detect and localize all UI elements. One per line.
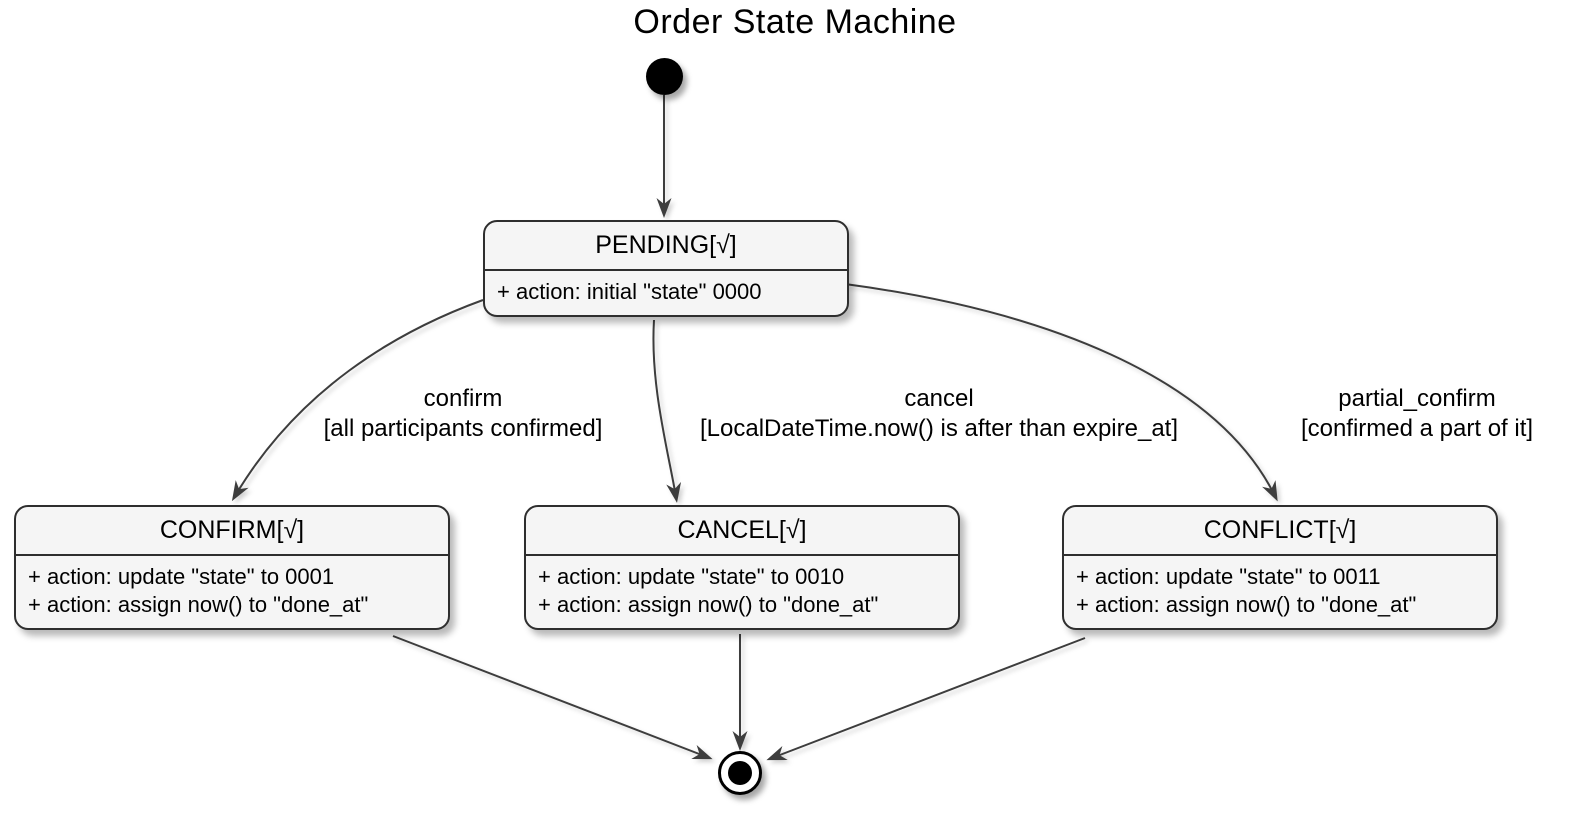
transition-event: partial_confirm — [1338, 385, 1496, 412]
state-confirm: CONFIRM[√] + action: update "state" to 0… — [14, 505, 450, 630]
state-pending-body: + action: initial "state" 0000 — [485, 271, 847, 315]
state-conflict-body: + action: update "state" to 0011 + actio… — [1064, 556, 1496, 628]
state-action-line: + action: assign now() to "done_at" — [28, 592, 369, 617]
diagram-title: Order State Machine — [633, 3, 957, 41]
final-state-inner-dot — [728, 761, 752, 785]
state-action-line: + action: update "state" to 0011 — [1076, 564, 1381, 589]
transition-label-partial-confirm: partial_confirm [confirmed a part of it] — [1247, 384, 1587, 444]
state-pending: PENDING[√] + action: initial "state" 000… — [483, 220, 849, 317]
state-cancel: CANCEL[√] + action: update "state" to 00… — [524, 505, 960, 630]
transition-label-cancel: cancel [LocalDateTime.now() is after tha… — [664, 384, 1214, 444]
state-confirm-title: CONFIRM[√] — [16, 507, 448, 556]
state-cancel-title: CANCEL[√] — [526, 507, 958, 556]
transition-arrow-conflict-final — [766, 637, 1086, 761]
state-action-line: + action: update "state" to 0010 — [538, 564, 845, 589]
transition-event: cancel — [904, 385, 974, 412]
transition-arrow-pending-conflict — [844, 283, 1278, 502]
state-pending-title: PENDING[√] — [485, 222, 847, 271]
transition-arrow-confirm-final — [392, 635, 713, 760]
transition-arrow-pending-confirm — [231, 299, 484, 502]
state-confirm-body: + action: update "state" to 0001 + actio… — [16, 556, 448, 628]
transition-arrow-pending-cancel — [652, 319, 682, 503]
transition-guard: [all participants confirmed] — [323, 415, 603, 442]
transition-event: confirm — [423, 385, 503, 412]
final-state-node — [718, 751, 762, 795]
state-conflict: CONFLICT[√] + action: update "state" to … — [1062, 505, 1498, 630]
state-conflict-title: CONFLICT[√] — [1064, 507, 1496, 556]
state-cancel-body: + action: update "state" to 0010 + actio… — [526, 556, 958, 628]
state-action-line: + action: update "state" to 0001 — [28, 564, 335, 589]
transition-guard: [confirmed a part of it] — [1300, 415, 1534, 442]
state-action-line: + action: initial "state" 0000 — [497, 279, 762, 304]
state-action-line: + action: assign now() to "done_at" — [1076, 592, 1417, 617]
state-action-line: + action: assign now() to "done_at" — [538, 592, 879, 617]
initial-state-node — [646, 58, 683, 95]
transition-label-confirm: confirm [all participants confirmed] — [293, 384, 633, 444]
transition-guard: [LocalDateTime.now() is after than expir… — [700, 415, 1178, 442]
